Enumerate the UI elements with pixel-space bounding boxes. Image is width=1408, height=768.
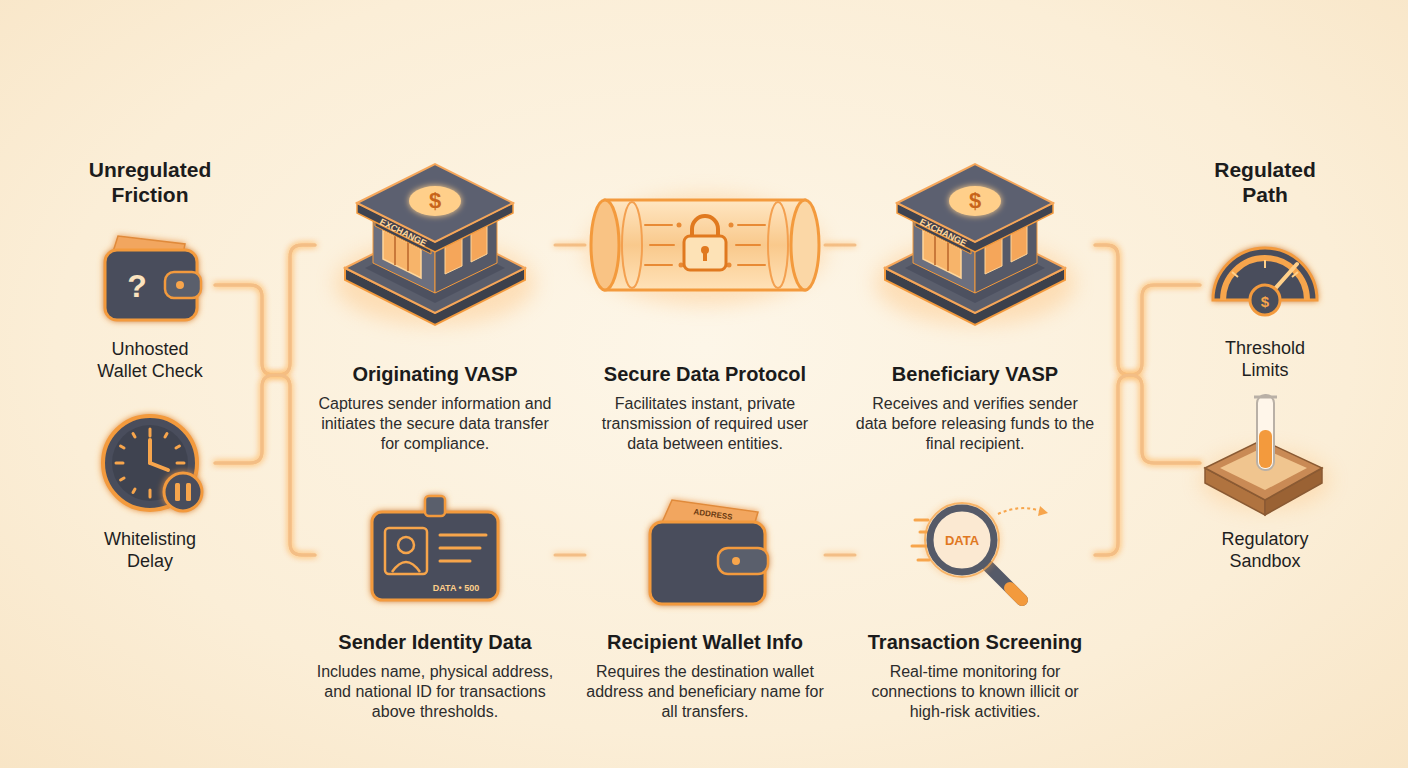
node-title: Regulatory Sandbox bbox=[1200, 528, 1330, 572]
exchange-building bbox=[335, 164, 535, 325]
connector bbox=[1095, 375, 1200, 555]
group-heading: Regulated Path bbox=[1200, 157, 1330, 207]
connector bbox=[1095, 245, 1200, 463]
data-step: Sender Identity DataIncludes name, physi… bbox=[315, 490, 555, 722]
node-description: Includes name, physical address, and nat… bbox=[315, 662, 555, 722]
exchange-building bbox=[875, 164, 1075, 325]
node-title: Recipient Wallet Info bbox=[585, 630, 825, 654]
connector bbox=[825, 244, 855, 247]
connector bbox=[215, 375, 315, 555]
connector bbox=[555, 554, 585, 557]
wallet-icon bbox=[105, 236, 201, 320]
node-description: Requires the destination wallet address … bbox=[585, 662, 825, 722]
node-title: Sender Identity Data bbox=[315, 630, 555, 654]
node-title: Transaction Screening bbox=[855, 630, 1095, 654]
secure-tube bbox=[585, 195, 825, 305]
node-title: Unhosted Wallet Check bbox=[85, 338, 215, 382]
icon-glyph: $ bbox=[1261, 294, 1269, 309]
connector bbox=[215, 245, 315, 463]
node-description: Facilitates instant, private transmissio… bbox=[585, 394, 825, 454]
clock-icon bbox=[103, 416, 202, 511]
icon-glyph: ? bbox=[127, 270, 147, 302]
node-description: Real-time monitoring for connections to … bbox=[855, 662, 1095, 722]
connector bbox=[215, 285, 315, 555]
friction-item: Whitelisting Delay bbox=[85, 410, 215, 572]
magnifier-icon bbox=[912, 503, 1048, 600]
gauge-icon bbox=[1213, 248, 1317, 315]
id-card-icon bbox=[372, 496, 498, 600]
connector bbox=[1095, 245, 1200, 375]
node-title: Secure Data Protocol bbox=[585, 362, 825, 386]
connector bbox=[825, 554, 855, 557]
process-step: Secure Data ProtocolFacilitates instant,… bbox=[585, 160, 825, 454]
group-heading: Unregulated Friction bbox=[80, 157, 220, 207]
node-title: Whitelisting Delay bbox=[85, 528, 215, 572]
node-title: Originating VASP bbox=[315, 362, 555, 386]
regulated-item: Regulatory Sandbox bbox=[1200, 410, 1330, 572]
connector bbox=[215, 245, 315, 375]
data-step: Transaction ScreeningReal-time monitorin… bbox=[855, 490, 1095, 722]
connector bbox=[555, 244, 585, 247]
icon-glyph: $ bbox=[969, 190, 981, 212]
icon-glyph: $ bbox=[429, 190, 441, 212]
card-text: DATA • 500 bbox=[433, 584, 480, 593]
lens-text: DATA bbox=[945, 534, 979, 547]
connector bbox=[1095, 285, 1200, 555]
wallet-icon bbox=[650, 500, 768, 604]
friction-item: Unhosted Wallet Check bbox=[85, 232, 215, 382]
data-step: Recipient Wallet InfoRequires the destin… bbox=[585, 490, 825, 722]
node-title: Beneficiary VASP bbox=[855, 362, 1095, 386]
node-description: Receives and verifies sender data before… bbox=[855, 394, 1095, 454]
node-description: Captures sender information and initiate… bbox=[315, 394, 555, 454]
sandbox-icon bbox=[1200, 395, 1330, 515]
node-title: Threshold Limits bbox=[1200, 337, 1330, 381]
